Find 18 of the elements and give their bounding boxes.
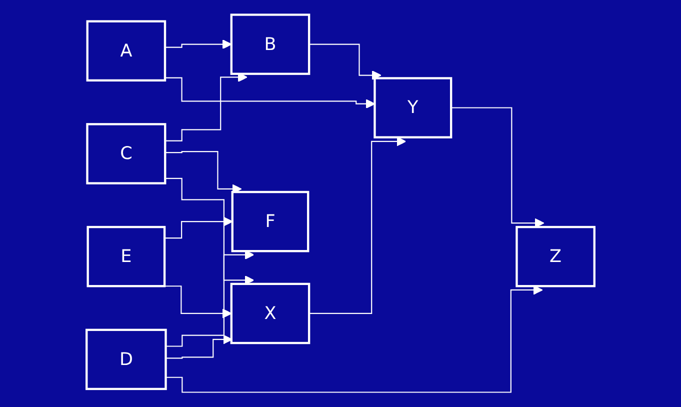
node-box: F xyxy=(231,190,310,252)
arrow xyxy=(451,107,544,228)
node-box: D xyxy=(86,328,167,390)
node-box: X xyxy=(230,282,310,344)
node-box: E xyxy=(86,226,166,288)
arrow xyxy=(165,77,376,109)
arrow xyxy=(165,39,232,50)
arrow xyxy=(166,285,543,393)
node-box: Z xyxy=(516,226,596,288)
arrow xyxy=(164,216,233,239)
node-box: C xyxy=(86,123,166,184)
node-box: Y xyxy=(374,77,452,138)
arrow xyxy=(166,334,232,359)
arrow xyxy=(309,44,382,80)
arrow xyxy=(309,136,406,314)
node-box: A xyxy=(86,20,166,82)
arrow xyxy=(164,286,232,318)
node-box: B xyxy=(230,14,310,75)
